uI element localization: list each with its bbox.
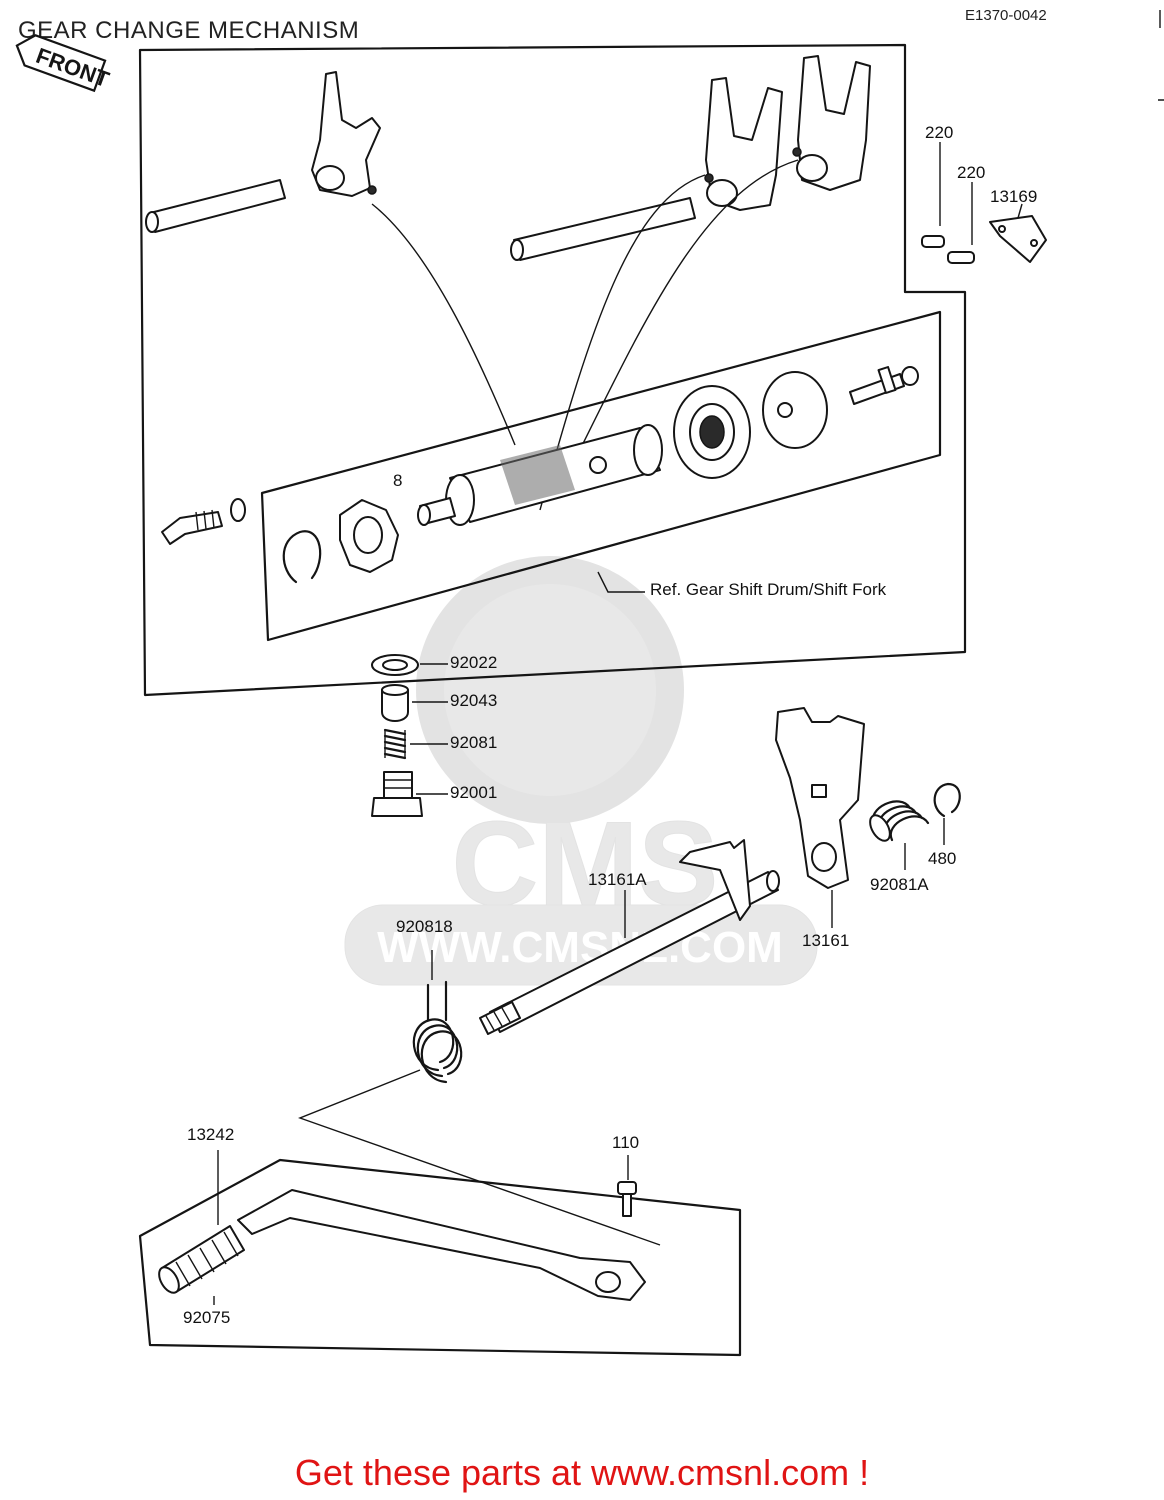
label-110: 110 [612,1133,639,1152]
screw-220-b [947,182,975,264]
watermark-url: WWW.CMSNL.COM [377,923,783,972]
label-220-b: 220 [957,163,985,182]
label-220-a: 220 [925,123,953,142]
pedal-frame [138,1158,742,1357]
assembly-frame [138,43,967,697]
label-8: 8 [393,471,402,490]
drum-subframe [260,310,942,642]
label-480: 480 [928,849,956,868]
shift-fork-right [792,55,871,191]
label-92081A: 92081A [870,875,929,894]
edge-marks [1158,10,1164,101]
label-13169: 13169 [990,187,1037,206]
leader-fork-center [539,174,706,511]
spring-92081 [383,728,407,760]
plug-92001 [371,771,423,817]
label-92022: 92022 [450,653,497,672]
drum-star-plate: 8 [339,471,402,573]
washer-92022 [371,654,419,676]
leader-spring-pedal [298,1069,661,1246]
label-92043: 92043 [450,691,497,710]
bolt-110 [617,1181,637,1217]
label-13161A: 13161A [588,870,647,889]
spring-92081A [869,800,930,842]
leader-fork-right [559,159,799,491]
footer-promo: Get these parts at www.cmsnl.com ! [294,1452,870,1493]
circlip-480 [933,782,961,818]
shift-arm-13161 [775,707,865,889]
circlip [282,530,322,584]
drum-bearing [673,385,751,479]
label-92081B: 920818 [396,917,453,936]
label-92075: 92075 [183,1308,230,1327]
drum-cam-plate [762,371,828,449]
leader-fork-left [371,203,516,446]
stud-bolt [849,366,919,405]
gear-shift-drum [417,424,663,526]
pin-92043 [381,684,409,722]
return-spring-92081B [412,980,463,1084]
diagram-title: GEAR CHANGE MECHANISM [18,17,359,44]
shift-rod-right [510,197,696,261]
label-92001: 92001 [450,783,497,802]
shift-fork-left [311,71,381,197]
reference-note: Ref. Gear Shift Drum/Shift Fork [650,580,887,599]
gear-pedal-13242 [237,1189,646,1301]
label-13242: 13242 [187,1125,234,1144]
shift-rod-left [145,179,286,233]
ref-note-leader [597,571,645,593]
shift-shaft-13161A [479,839,780,1035]
pedal-rubber-92075 [158,1225,245,1294]
screw-220-a [921,142,945,248]
neutral-switch [161,498,246,545]
diagram-code: E1370-0042 [965,7,1047,24]
label-13161: 13161 [802,931,849,950]
bracket-13169 [989,203,1047,263]
label-92081: 92081 [450,733,497,752]
